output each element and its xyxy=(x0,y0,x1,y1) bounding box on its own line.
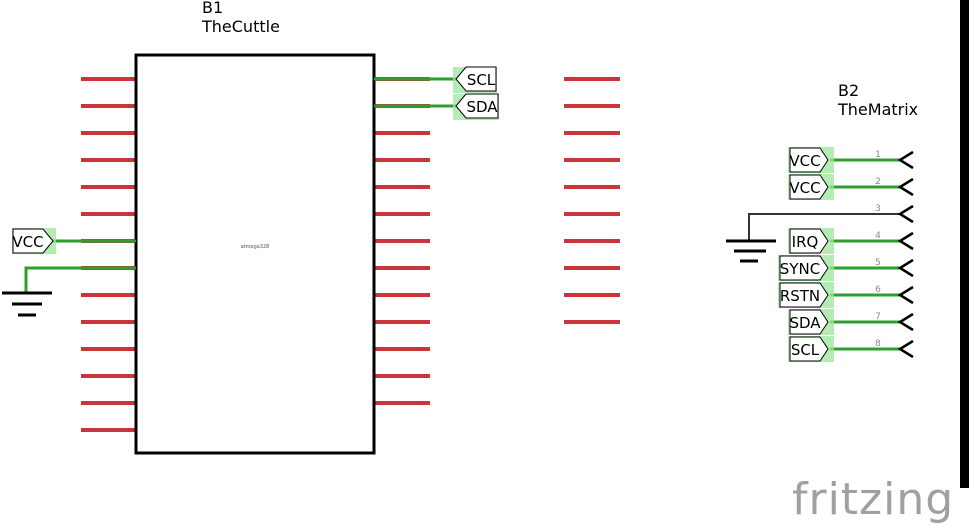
chip-label: atmega328 xyxy=(241,244,270,250)
cuttle-vcc-flag[interactable]: VCC xyxy=(12,228,56,254)
matrix-pin-number: 2 xyxy=(875,177,881,187)
matrix-pin-socket xyxy=(897,177,914,197)
cuttle-ground-icon xyxy=(2,291,52,317)
matrix-gnd-wire[interactable] xyxy=(748,213,870,240)
b2-ref: B2 xyxy=(838,81,859,100)
matrix-net-label: IRQ xyxy=(792,233,819,251)
matrix-net-flag[interactable]: SCL xyxy=(788,336,834,362)
matrix-pin-number: 1 xyxy=(875,150,881,160)
matrix-net-flag[interactable]: IRQ xyxy=(788,228,834,254)
b1-title: TheCuttle xyxy=(201,17,280,36)
matrix-pin-socket xyxy=(897,150,914,170)
matrix-pin-socket xyxy=(897,312,914,332)
matrix-pin-socket xyxy=(897,258,914,278)
matrix-pin-number: 4 xyxy=(875,231,881,241)
cuttle-vcc-label: VCC xyxy=(12,233,43,251)
matrix-net-flag[interactable]: SDA xyxy=(788,309,834,335)
extra-header-pins xyxy=(564,77,620,324)
gnd-wire[interactable] xyxy=(24,266,136,292)
matrix-net-flag[interactable]: VCC xyxy=(788,174,834,200)
matrix-net-label: SCL xyxy=(791,341,820,359)
matrix-pin-number: 7 xyxy=(875,312,881,322)
matrix-net-label: VCC xyxy=(789,179,820,197)
matrix-pin-number: 6 xyxy=(875,285,881,295)
matrix-pin-number: 8 xyxy=(875,339,881,349)
matrix-net-flag[interactable]: VCC xyxy=(788,147,834,173)
b2-title: TheMatrix xyxy=(837,100,918,119)
cuttle-sda-label: SDA xyxy=(466,98,498,116)
matrix-net-label: RSTN xyxy=(780,287,820,305)
matrix-pin-socket xyxy=(897,204,914,224)
matrix-pin-socket xyxy=(897,231,914,251)
cuttle-scl-label: SCL xyxy=(467,71,496,89)
matrix-pin-number: 5 xyxy=(875,258,881,268)
matrix-net-flag[interactable]: SYNC xyxy=(778,255,834,281)
cuttle-scl-flag[interactable]: SCL xyxy=(453,66,497,93)
matrix-net-flag[interactable]: RSTN xyxy=(778,282,834,308)
matrix-pin-socket xyxy=(897,285,914,305)
matrix-net-label: VCC xyxy=(789,152,820,170)
matrix-ground-icon xyxy=(726,239,776,263)
fritzing-logo: fritzing xyxy=(792,474,954,525)
cuttle-chip-body[interactable] xyxy=(134,53,376,455)
matrix-net-label: SYNC xyxy=(780,260,820,278)
frame-edge xyxy=(960,0,969,488)
matrix-net-label: SDA xyxy=(789,314,821,332)
b1-ref: B1 xyxy=(202,0,223,17)
matrix-pin-number: 3 xyxy=(875,204,881,214)
matrix-pin-socket xyxy=(897,339,914,359)
cuttle-sda-flag[interactable]: SDA xyxy=(453,93,499,120)
